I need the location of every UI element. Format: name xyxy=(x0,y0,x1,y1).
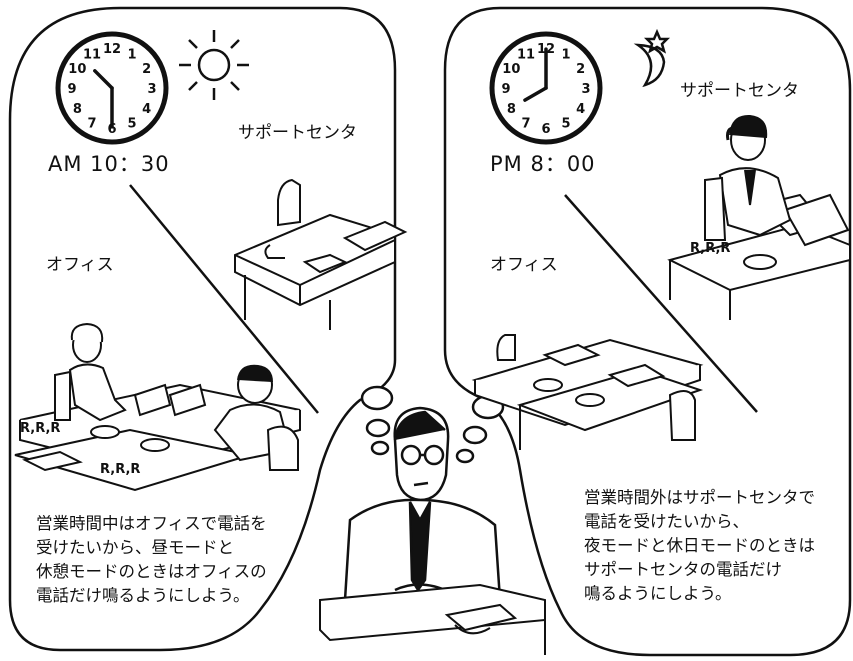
clock-number: 11 xyxy=(517,47,535,62)
right-message: 営業時間外はサポートセンタで 電話を受けたいから、 夜モードと休日モードのときは… xyxy=(584,488,815,603)
worried-businessman xyxy=(343,406,502,602)
right-office-desks xyxy=(471,334,704,450)
left-support-label: サポートセンタ xyxy=(238,123,357,143)
clock-number: 8 xyxy=(73,102,82,117)
clock-number: 10 xyxy=(502,62,520,77)
clock-number: 1 xyxy=(561,47,570,62)
left-divider-line xyxy=(129,184,319,414)
office-woman xyxy=(54,322,127,422)
clock-number: 6 xyxy=(541,122,550,137)
clock-number: 4 xyxy=(142,102,151,117)
hour-hand xyxy=(523,86,548,102)
moon-star-icon xyxy=(633,28,671,88)
clock-number: 11 xyxy=(83,47,101,62)
clock-number: 3 xyxy=(581,82,590,97)
clock-number: 7 xyxy=(521,117,530,132)
clock-number: 6 xyxy=(107,122,116,137)
sun-icon xyxy=(179,30,249,100)
clock-number: 3 xyxy=(147,82,156,97)
center-desk xyxy=(319,583,546,655)
clock-number: 12 xyxy=(103,42,121,57)
left-rrr-bottom: R,R,R xyxy=(100,462,141,477)
right-time-label: PM 8：00 xyxy=(490,152,596,176)
support-operator xyxy=(704,114,792,241)
clock-number: 7 xyxy=(87,117,96,132)
clock-number: 9 xyxy=(501,82,510,97)
right-support-label: サポートセンタ xyxy=(680,81,799,101)
left-office-label: オフィス xyxy=(46,255,114,275)
right-office-label: オフィス xyxy=(490,255,558,275)
clock-number: 9 xyxy=(67,82,76,97)
clock-number: 5 xyxy=(127,117,136,132)
left-time-label: AM 10：30 xyxy=(48,152,170,176)
right-divider-line xyxy=(564,194,758,413)
left-rrr-top: R,R,R xyxy=(20,421,61,436)
clock-number: 10 xyxy=(68,62,86,77)
office-man xyxy=(213,364,299,471)
clock-number: 5 xyxy=(561,117,570,132)
right-thought-bubble xyxy=(443,6,852,657)
left-message: 営業時間中はオフィスで電話を 受けたいから、昼モードと 休憩モードのときはオフィ… xyxy=(36,514,267,605)
clock-number: 4 xyxy=(576,102,585,117)
left-support-desk xyxy=(234,178,408,330)
left-thought-bubble xyxy=(8,6,397,652)
clock-number: 1 xyxy=(127,47,136,62)
hour-hand xyxy=(93,69,114,90)
clock-number: 2 xyxy=(142,62,151,77)
clock-number: 8 xyxy=(507,102,516,117)
clock-number: 2 xyxy=(576,62,585,77)
right-rrr: R,R,R xyxy=(690,241,731,256)
